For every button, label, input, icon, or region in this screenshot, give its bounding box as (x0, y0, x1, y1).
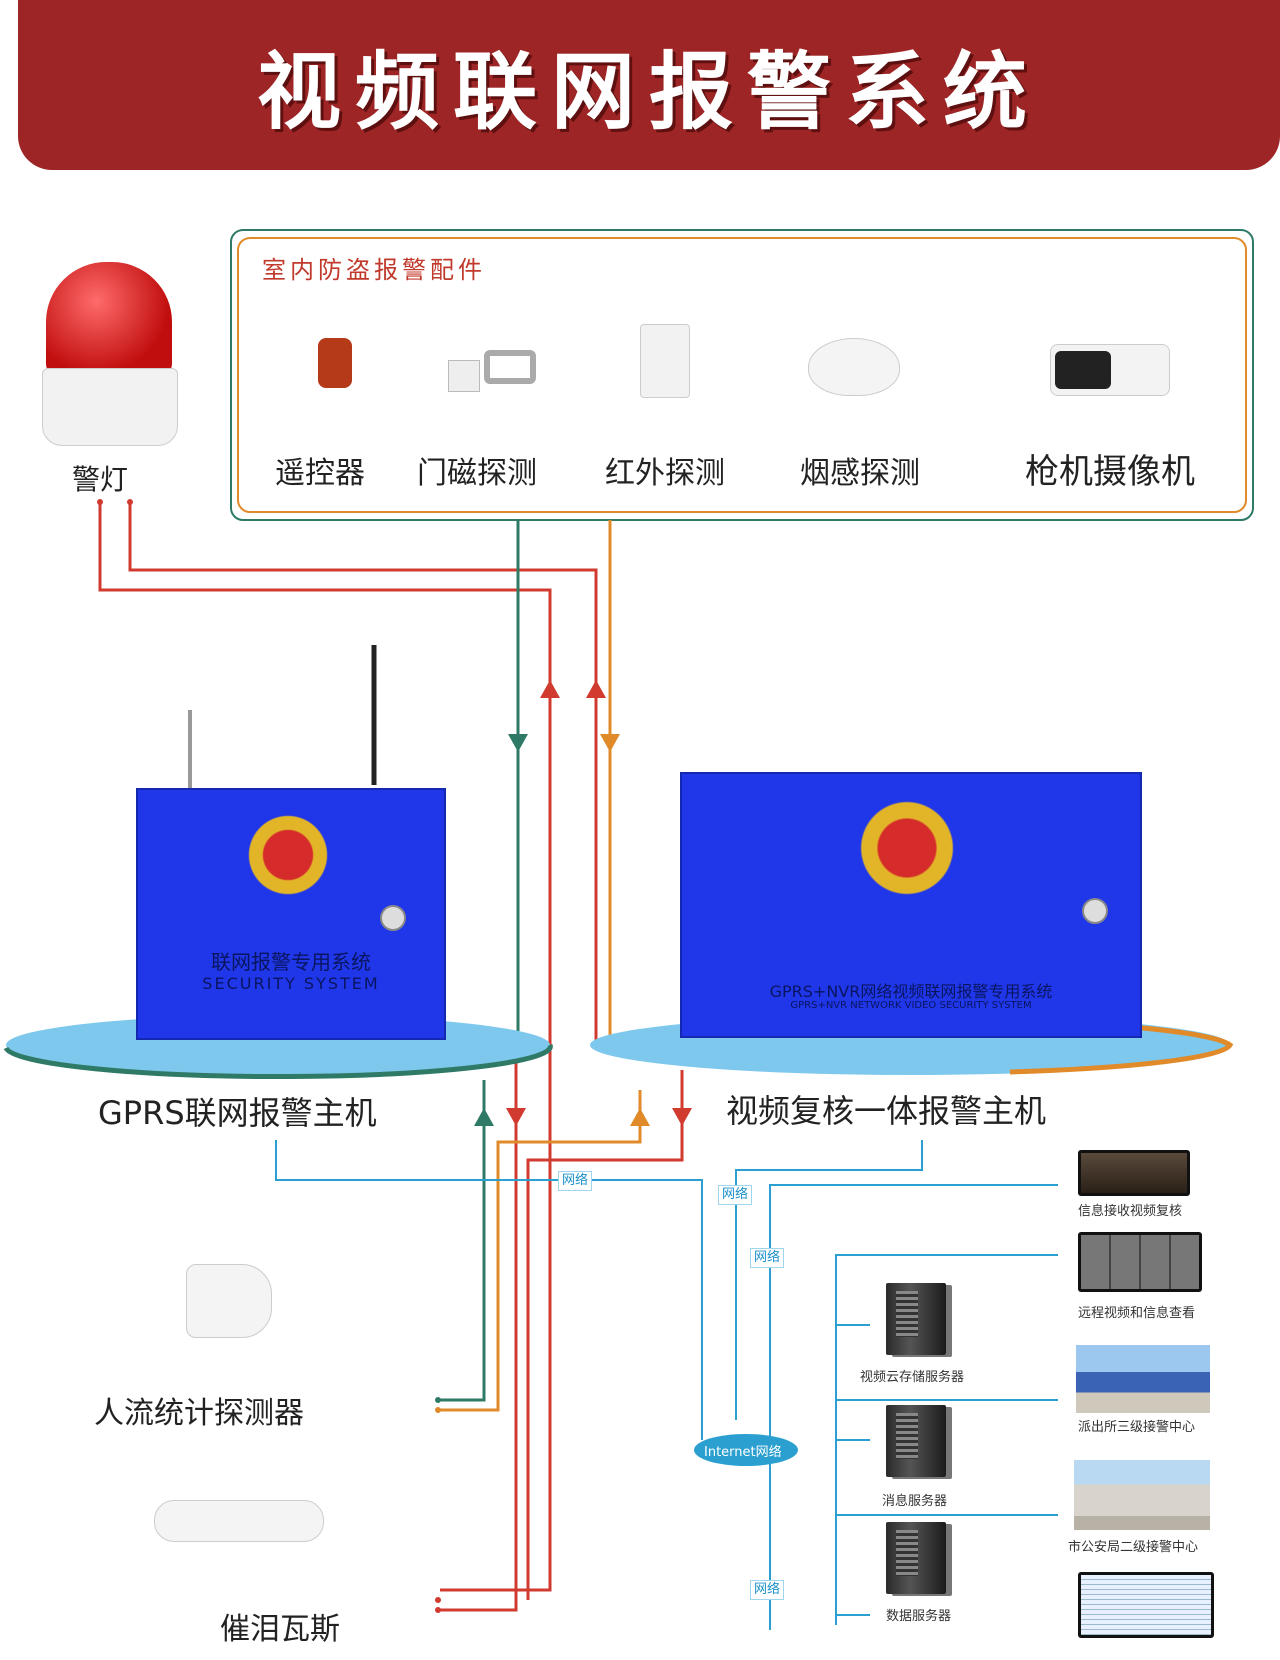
police-emblem-icon (233, 812, 343, 898)
wire-light-2 (128, 502, 598, 1040)
wire-red-down (440, 1040, 518, 1612)
accessory-panel-outer (230, 229, 1254, 521)
gprs-box-cn: 联网报警专用系统 (211, 950, 371, 974)
endpoint-label-review: 信息接收视频复核 (1078, 1204, 1183, 1219)
internet-hub (694, 1434, 798, 1466)
arrow-orange-down (600, 734, 620, 752)
network-tag: 网络 (558, 1171, 593, 1191)
wire-light-1 (98, 502, 552, 1592)
software-screen-icon (1078, 1572, 1214, 1638)
net-line-servers (835, 1254, 1058, 1625)
smoke-detector-icon (808, 338, 900, 396)
message-server-icon (886, 1405, 946, 1477)
internet-hub-label: Internet网络 (704, 1445, 782, 1460)
gprs-host-box: 联网报警专用系统 SECURITY SYSTEM (136, 788, 446, 1040)
people-counter-icon (186, 1264, 272, 1338)
gprs-host-label: GPRS联网报警主机 (98, 1094, 377, 1132)
police-emblem-icon (842, 798, 972, 898)
door-magnet-icon (448, 350, 538, 392)
data-server-label: 数据服务器 (886, 1609, 952, 1624)
accessory-label-infrared: 红外探测 (605, 456, 725, 491)
net-line-gprs (275, 1140, 703, 1440)
gprs-box-en: SECURITY SYSTEM (202, 974, 380, 993)
network-tag: 网络 (750, 1580, 785, 1600)
accessory-label-remote: 遥控器 (275, 456, 365, 491)
net-line-monitor1 (769, 1184, 1058, 1630)
tablet-icon (1078, 1150, 1190, 1196)
network-tag: 网络 (750, 1248, 785, 1268)
arrow-red-up-2 (586, 680, 606, 698)
remote-control-icon (318, 338, 352, 388)
net-line-video (735, 1140, 923, 1420)
infrared-detector-icon (640, 324, 690, 398)
arrow-orange-up (630, 1108, 650, 1126)
city-bureau-photo (1074, 1460, 1210, 1530)
endpoint-label-station: 派出所三级接警中心 (1078, 1420, 1196, 1435)
video-host-box: GPRS+NVR网络视频联网报警专用系统 GPRS+NVR NETWORK VI… (680, 772, 1142, 1038)
arrow-red-down-2 (672, 1108, 692, 1126)
lock-icon (380, 905, 406, 931)
wire-orange-down (440, 1090, 642, 1412)
people-counter-label: 人流统计探测器 (94, 1396, 304, 1431)
tear-gas-label: 催泪瓦斯 (220, 1612, 340, 1647)
cloud-storage-server-label: 视频云存储服务器 (860, 1370, 965, 1385)
endpoint-label-city: 市公安局二级接警中心 (1068, 1540, 1199, 1555)
video-box-en: GPRS+NVR NETWORK VIDEO SECURITY SYSTEM (790, 1000, 1032, 1011)
cloud-storage-server-icon (886, 1283, 946, 1355)
arrow-red-up-1 (540, 680, 560, 698)
accessory-label-smoke: 烟感探测 (800, 456, 920, 491)
tear-gas-icon (154, 1500, 324, 1542)
arrow-red-down-1 (506, 1108, 526, 1126)
arrow-green-up (474, 1108, 494, 1126)
alarm-light-icon (42, 262, 178, 446)
police-station-photo (1076, 1345, 1210, 1413)
alarm-light-label: 警灯 (72, 463, 129, 496)
title-banner: 视频联网报警系统 (18, 0, 1280, 170)
accessory-label-camera: 枪机摄像机 (1025, 452, 1195, 492)
video-host-label: 视频复核一体报警主机 (726, 1092, 1047, 1130)
monitor-icon (1078, 1232, 1202, 1292)
page-title: 视频联网报警系统 (256, 42, 1041, 141)
endpoint-label-remote: 远程视频和信息查看 (1078, 1306, 1196, 1321)
lock-icon (1082, 898, 1108, 924)
arrow-green-down (508, 734, 528, 752)
wire-green-down (440, 1080, 486, 1402)
network-tag: 网络 (718, 1185, 753, 1205)
data-server-icon (886, 1522, 946, 1594)
accessory-panel-title: 室内防盗报警配件 (262, 256, 486, 284)
accessory-label-door: 门磁探测 (417, 456, 537, 491)
accessory-panel-inner (237, 237, 1247, 513)
bullet-camera-icon (1050, 344, 1170, 396)
message-server-label: 消息服务器 (882, 1494, 948, 1509)
video-box-cn: GPRS+NVR网络视频联网报警专用系统 (769, 982, 1053, 1001)
